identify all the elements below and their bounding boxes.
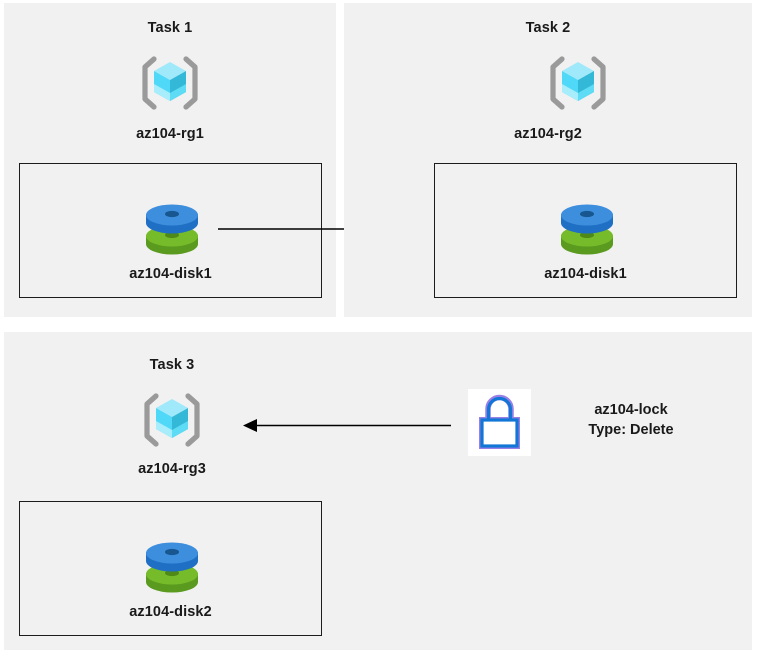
resource-label-disk2-task3: az104-disk2 (129, 604, 212, 620)
task-1-title: Task 1 (147, 20, 193, 36)
resource-label-disk1-task2: az104-disk1 (544, 266, 627, 282)
lock-arrow-icon (243, 419, 451, 432)
lock-icon-tile (468, 389, 531, 456)
resource-group-icon (140, 54, 200, 112)
resource-group-label-rg2: az104-rg2 (514, 126, 582, 142)
lock-type: Type: Delete (588, 422, 674, 438)
managed-disk-icon (141, 199, 203, 259)
resource-group-icon (142, 391, 202, 449)
managed-disk-icon (141, 537, 203, 597)
resource-group-label-rg3: az104-rg3 (138, 461, 206, 477)
resource-box-task-2 (434, 163, 737, 298)
lock-text-block: az104-lock Type: Delete (541, 400, 721, 440)
lock-name: az104-lock (594, 402, 668, 418)
resource-group-label-rg1: az104-rg1 (136, 126, 204, 142)
task-2-title: Task 2 (525, 20, 571, 36)
resource-label-disk1-task1: az104-disk1 (129, 266, 212, 282)
resource-group-icon (548, 54, 608, 112)
managed-disk-icon (556, 199, 618, 259)
lock-icon (479, 394, 520, 449)
task-3-title: Task 3 (149, 357, 195, 373)
